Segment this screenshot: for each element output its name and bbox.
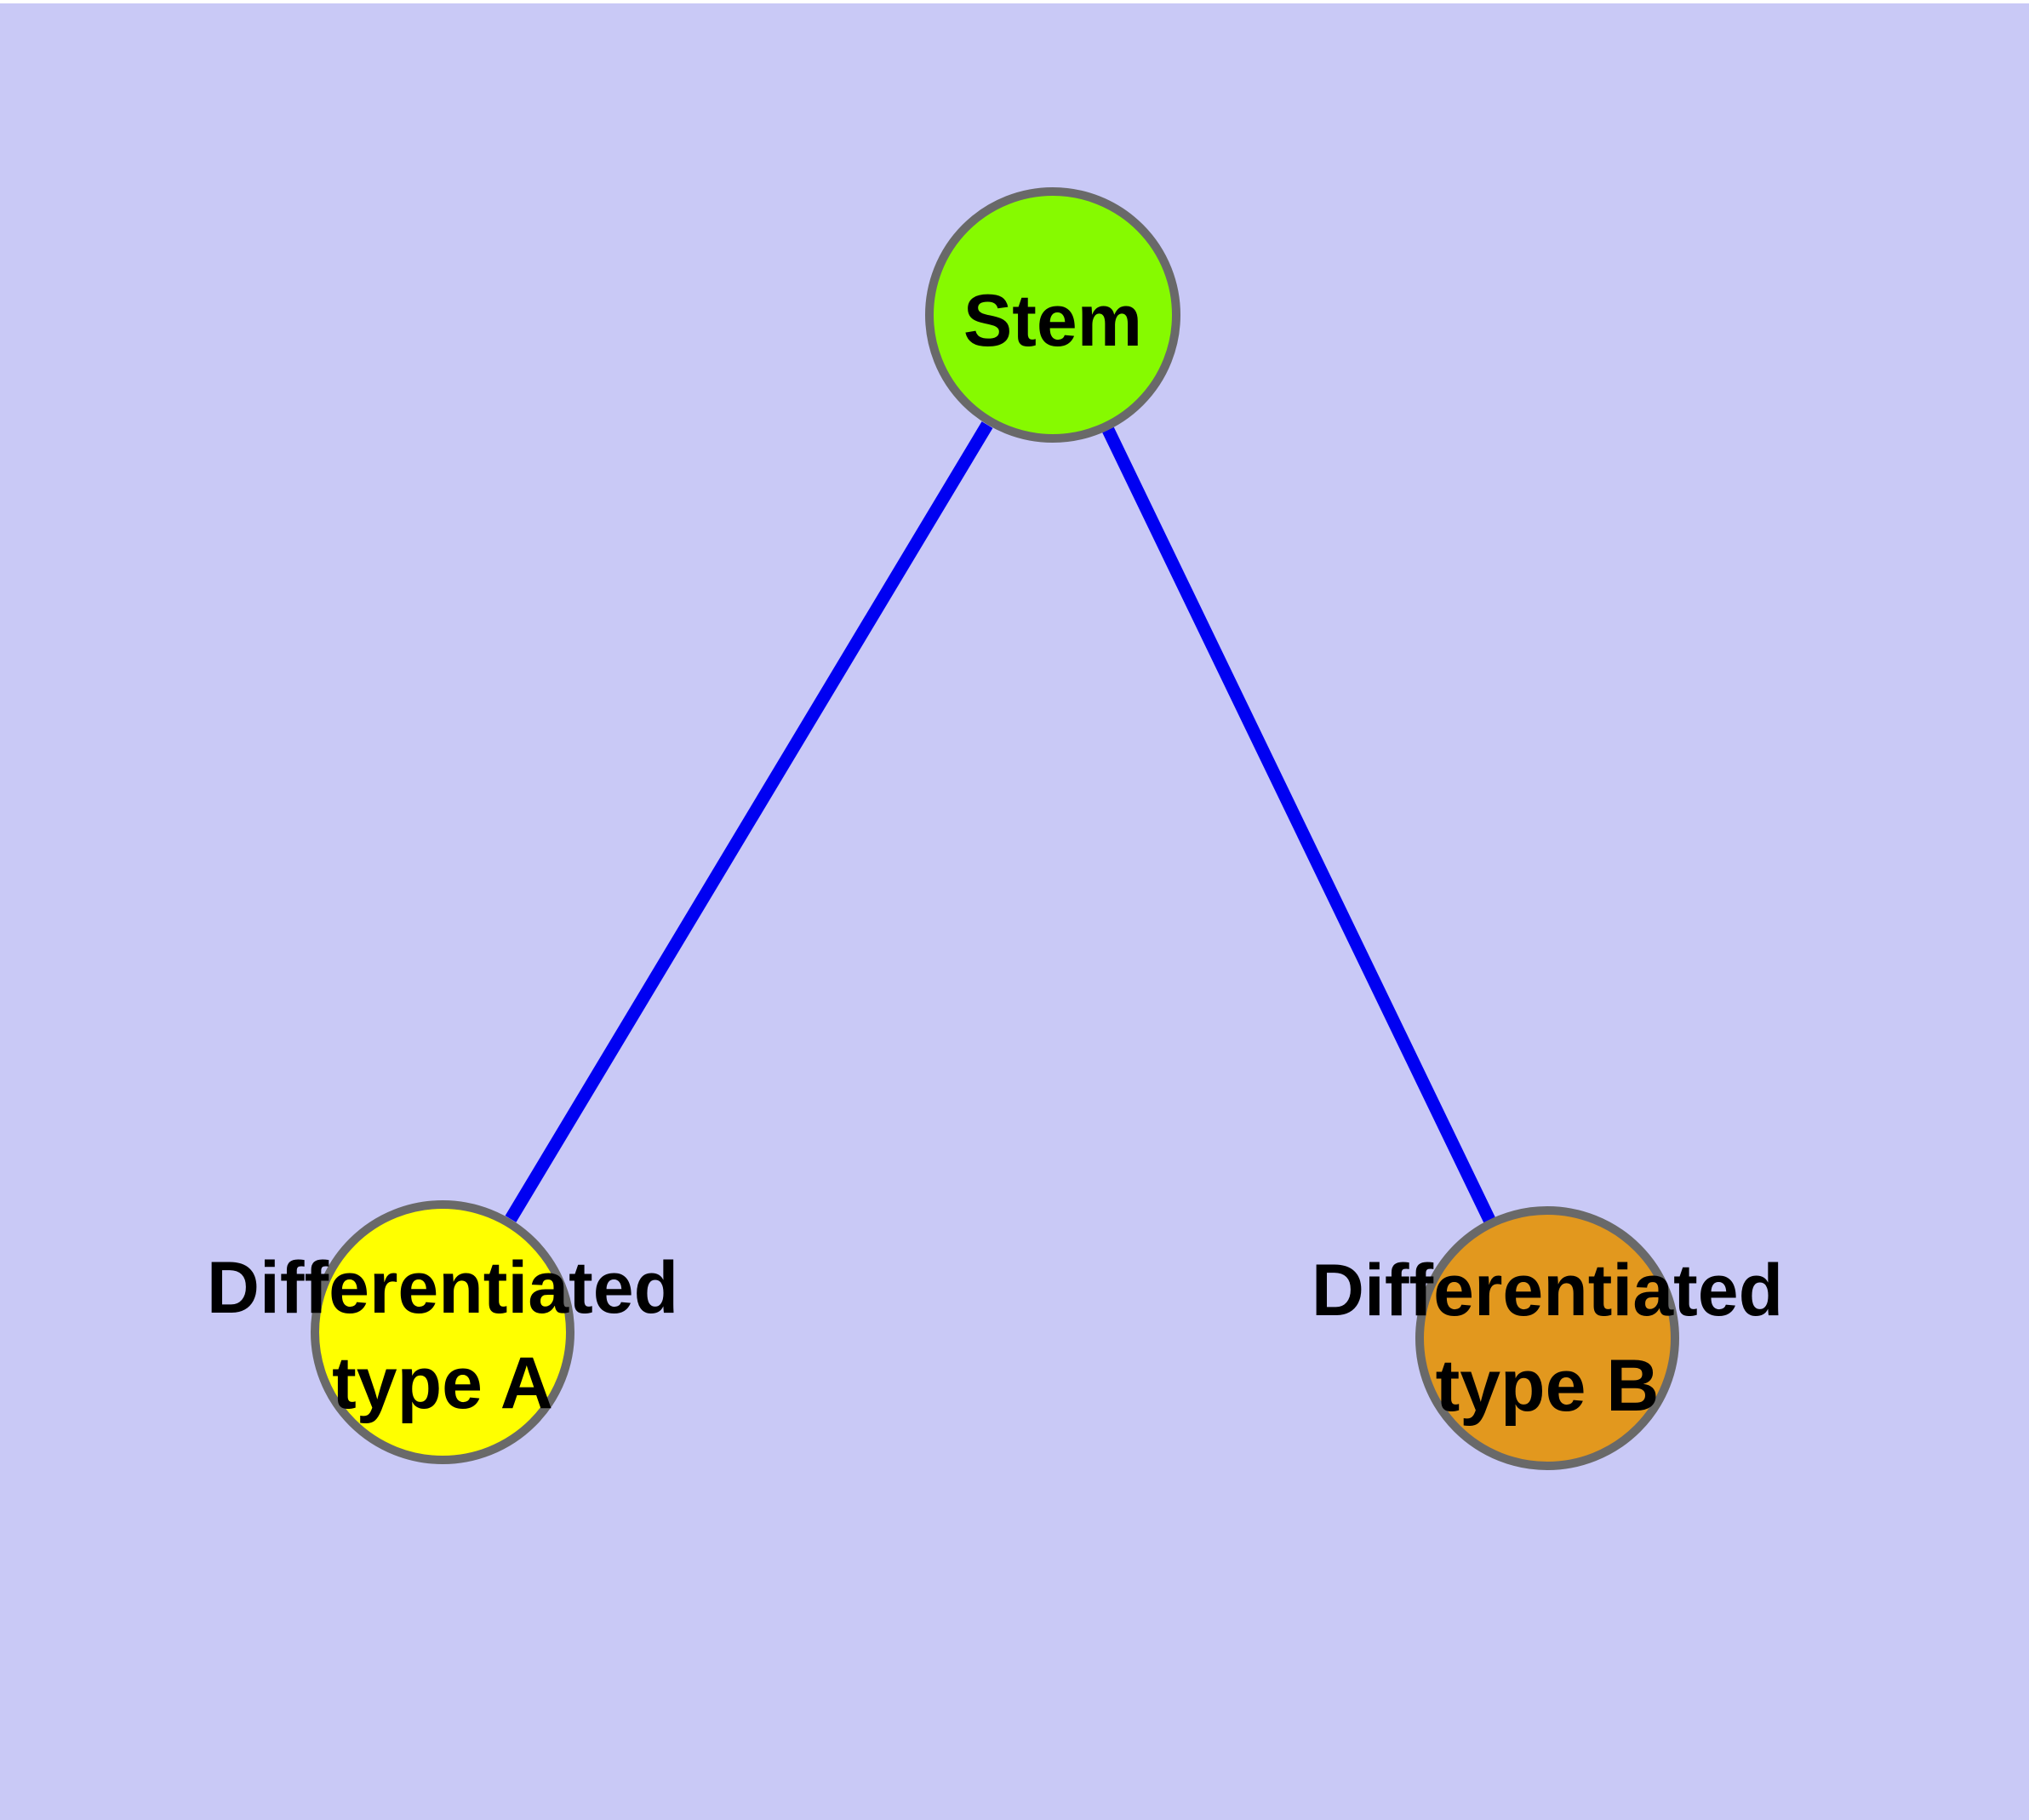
edge-stem-to-type-b	[1102, 426, 1495, 1223]
node-differentiated-type-a	[311, 1200, 574, 1464]
node-type-b-label-line1: Differentiated	[1312, 1250, 1783, 1331]
node-type-a-label-line2: type A	[332, 1342, 553, 1424]
edge-stem-to-type-a	[505, 421, 993, 1222]
node-stem	[925, 187, 1180, 443]
node-differentiated-type-b	[1415, 1206, 1679, 1470]
node-stem-label: Stem	[963, 280, 1142, 362]
node-type-a-label-line1: Differentiated	[207, 1247, 678, 1329]
node-type-b-label-line2: type B	[1436, 1345, 1660, 1427]
